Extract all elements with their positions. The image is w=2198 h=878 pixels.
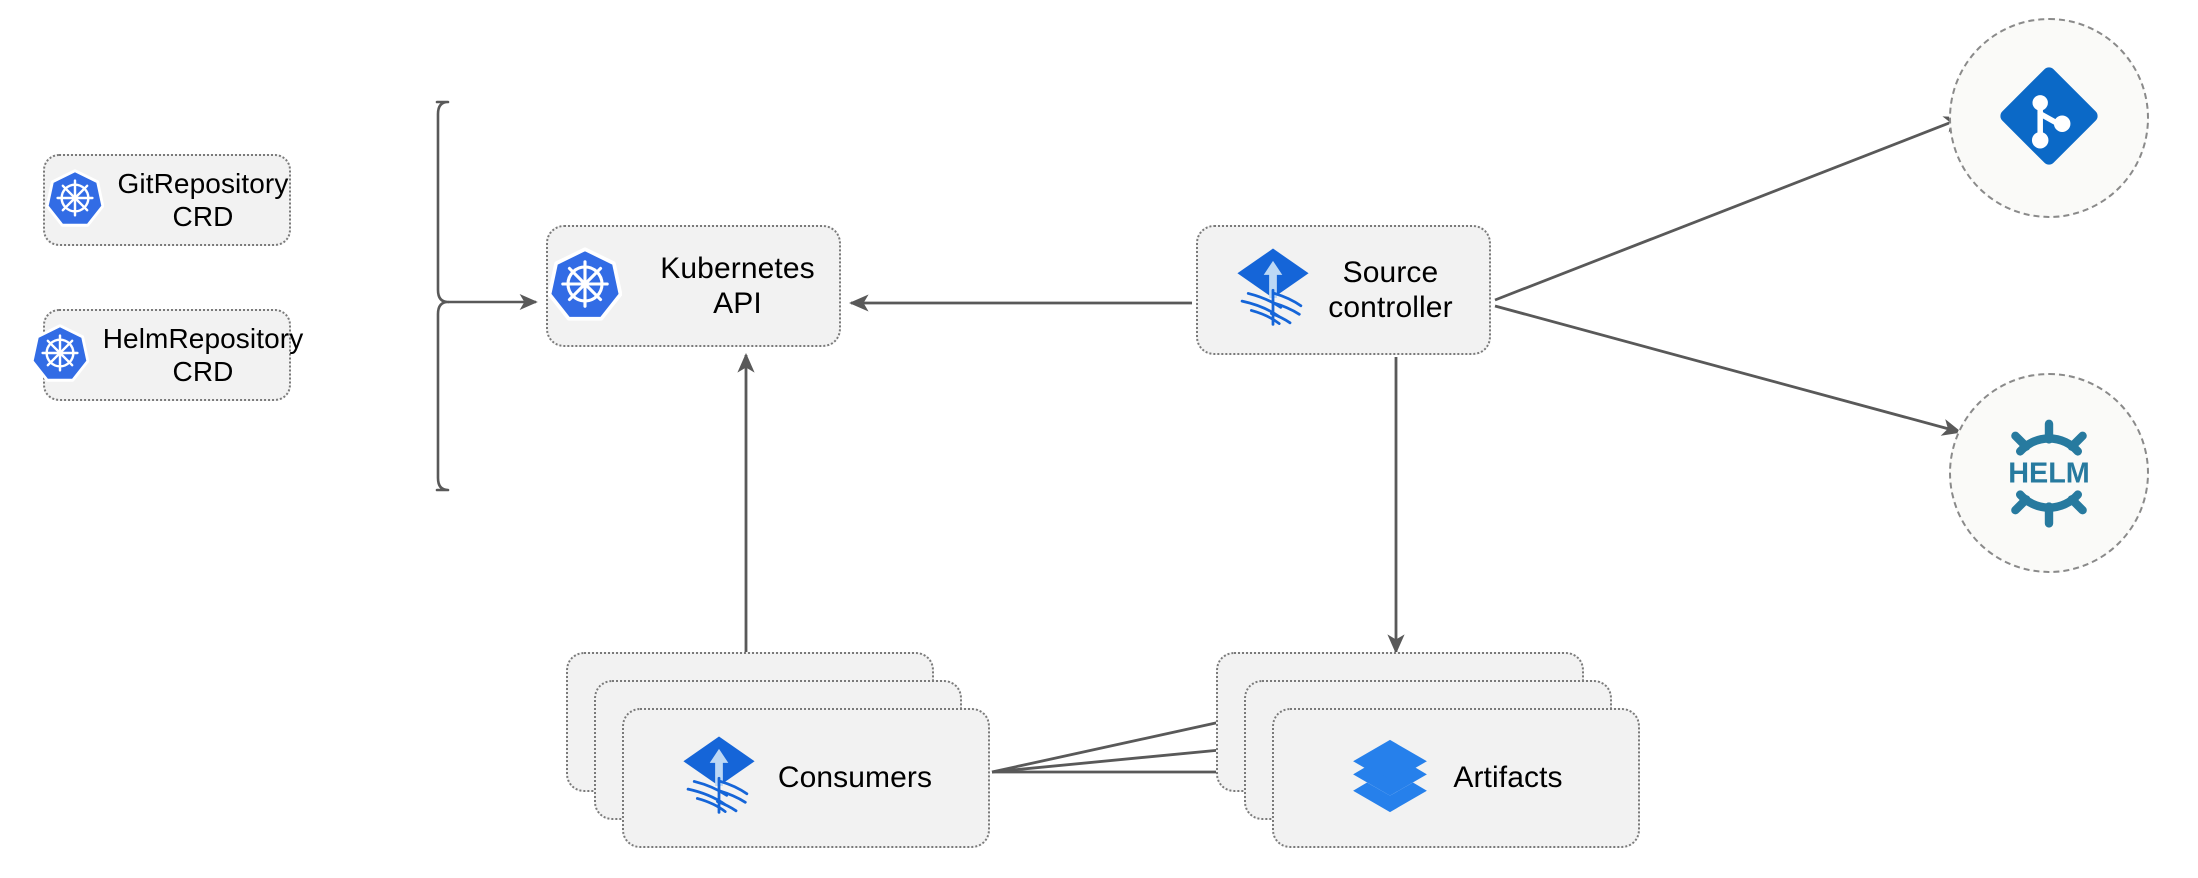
kubernetes-icon [30,323,90,387]
node-git-repository-crd[interactable]: GitRepository CRD [43,154,291,246]
node-label: Consumers [777,761,933,795]
flux-icon [1234,247,1312,334]
kubernetes-icon [547,246,623,326]
node-consumers[interactable]: Consumers [622,708,990,848]
node-helm-repository[interactable]: HELM [1949,373,2149,573]
node-kubernetes-api[interactable]: Kubernetes API [546,225,841,347]
artifacts-icon [1349,735,1431,822]
node-label: Artifacts [1453,761,1563,795]
node-label: Source controller [1328,255,1453,324]
git-icon [1994,61,2104,176]
edge-consumers-to-artifacts-top [991,712,1245,774]
node-source-controller[interactable]: Source controller [1196,225,1491,355]
crd-group-bracket [435,100,538,492]
node-label: Kubernetes API [660,251,815,320]
edge-source-controller-to-helm [1494,304,1962,436]
node-label: GitRepository CRD [117,167,289,232]
helm-icon: HELM [1989,413,2109,533]
helm-wordmark: HELM [2008,458,2090,490]
node-git-provider[interactable] [1949,18,2149,218]
node-label: HelmRepository CRD [102,322,304,387]
edge-source-controller-to-git [1494,116,1964,302]
node-helm-repository-crd[interactable]: HelmRepository CRD [30,309,303,401]
kubernetes-icon [45,168,104,232]
flux-icon [680,735,758,822]
node-artifacts[interactable]: Artifacts [1272,708,1640,848]
